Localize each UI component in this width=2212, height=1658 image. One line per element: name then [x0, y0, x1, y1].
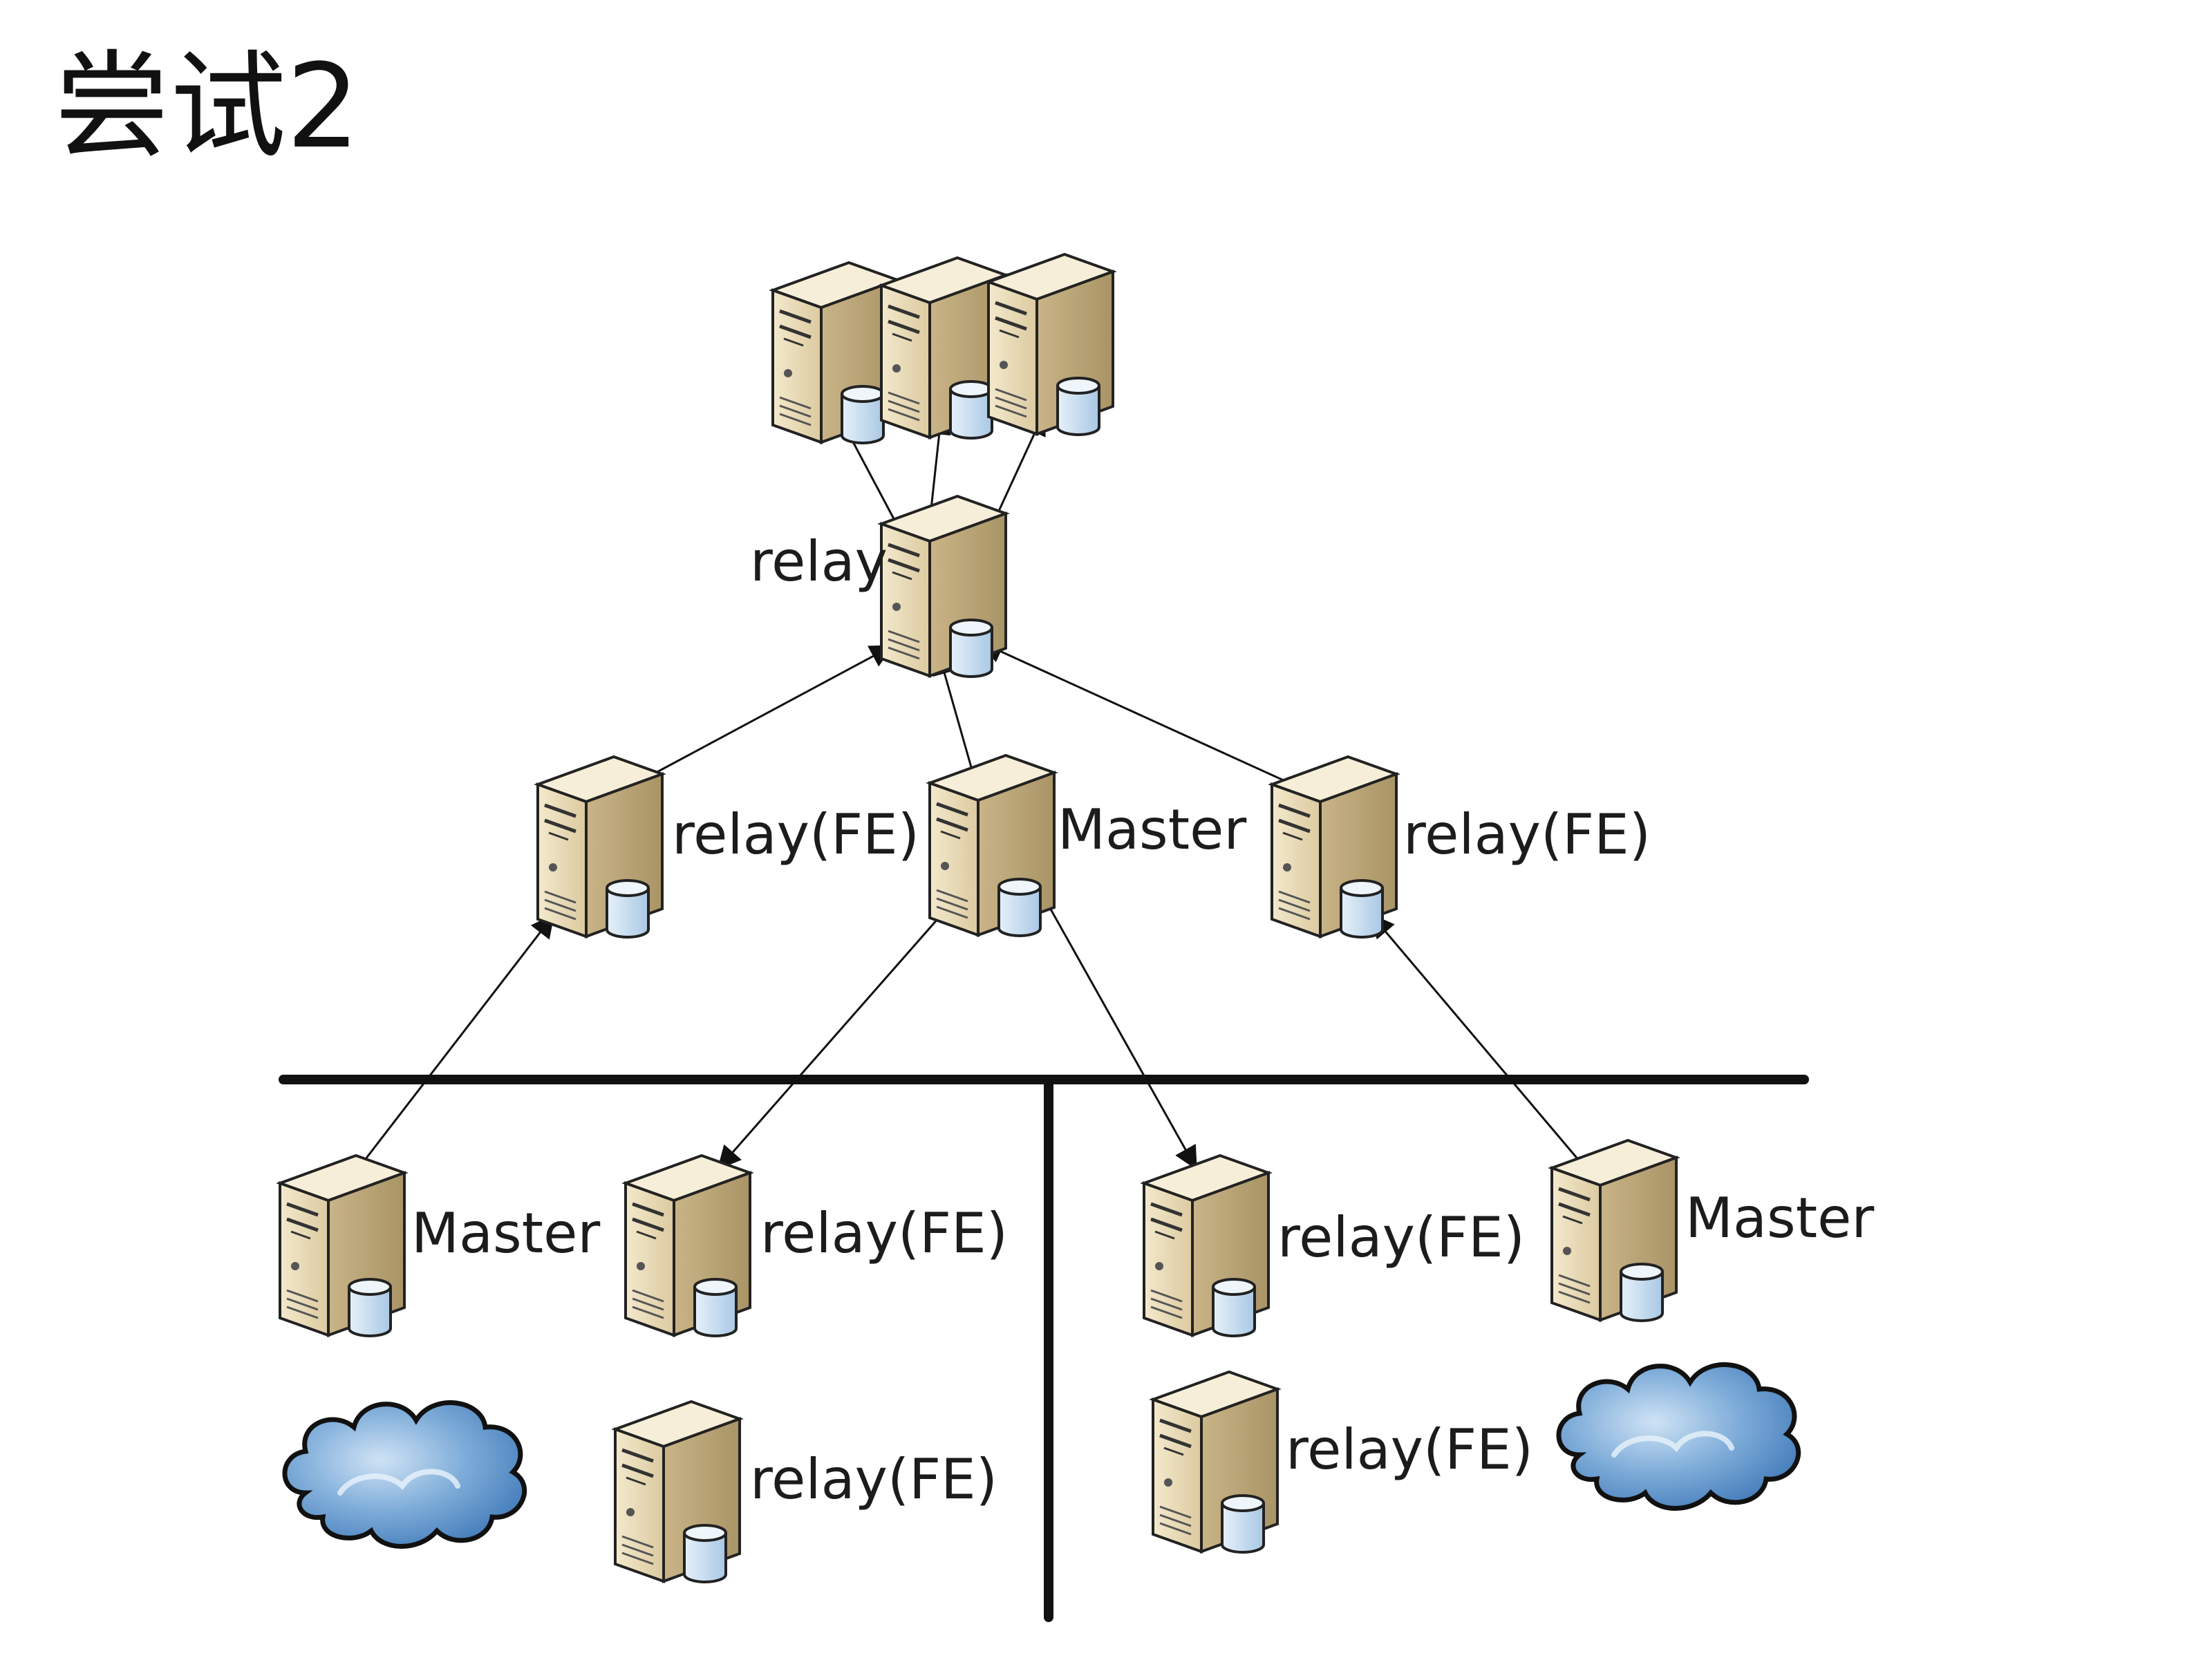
br-master-label: Master — [1685, 1186, 1874, 1250]
edge-blmaster-to-midleft — [355, 914, 555, 1172]
master-label: Master — [1058, 798, 1246, 862]
bl-master-label: Master — [411, 1201, 600, 1265]
mid-left-server — [538, 757, 662, 937]
bl-relay-label: relay(FE) — [760, 1201, 1008, 1265]
edge-master-to-blrelay — [717, 912, 945, 1170]
top-server-3 — [988, 254, 1113, 435]
mid-right-label: relay(FE) — [1403, 802, 1651, 867]
relay-server — [881, 496, 1006, 677]
bl-relay-lower-label: relay(FE) — [750, 1447, 997, 1511]
edge-midright-to-relay — [979, 641, 1293, 786]
br-relay-lower-server — [1153, 1372, 1277, 1552]
br-cloud — [1559, 1365, 1799, 1509]
edge-master-to-brrelay — [1035, 884, 1197, 1170]
br-relay-label: relay(FE) — [1277, 1205, 1525, 1270]
edge-brmaster-to-midright — [1370, 914, 1581, 1162]
bl-relay-lower-server — [615, 1402, 740, 1582]
bl-cloud — [285, 1403, 525, 1547]
page-title: 尝试2 — [54, 39, 360, 174]
bl-master-server — [280, 1156, 404, 1336]
edge-midleft-to-relay — [653, 645, 894, 775]
br-relay-lower-label: relay(FE) — [1286, 1417, 1533, 1482]
master-server — [930, 755, 1054, 936]
mid-left-label: relay(FE) — [672, 802, 919, 867]
connections — [355, 411, 1581, 1172]
mid-right-server — [1272, 757, 1396, 937]
relay-label: relay — [750, 529, 888, 594]
top-server-1 — [773, 263, 897, 443]
br-master-server — [1552, 1140, 1676, 1321]
bl-relay-server — [626, 1156, 750, 1336]
br-relay-server — [1144, 1156, 1268, 1336]
